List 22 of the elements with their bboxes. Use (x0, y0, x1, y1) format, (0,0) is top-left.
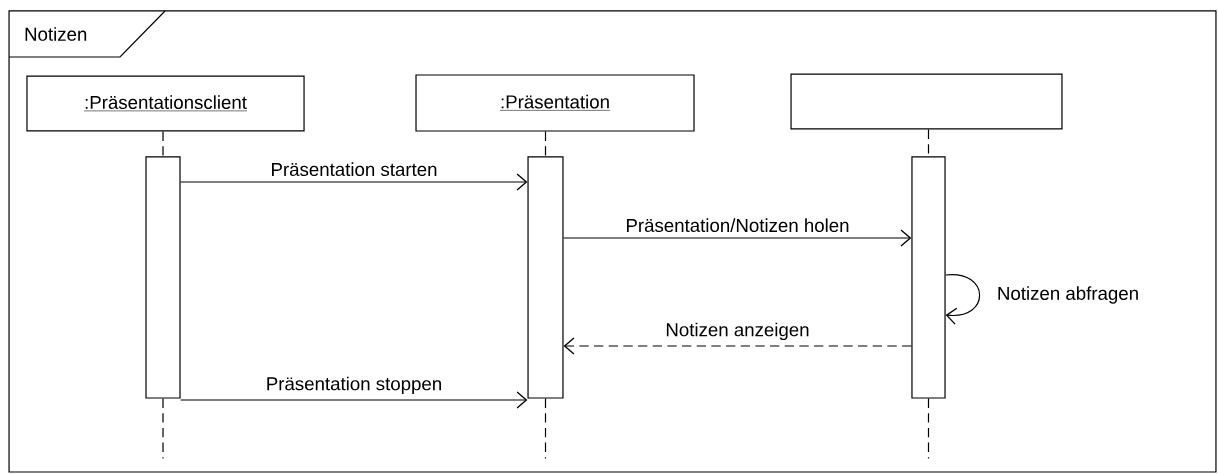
lifeline-head: :Präsentation (415, 74, 695, 132)
message-arrow (180, 391, 528, 409)
message-arrow (563, 337, 912, 355)
lifeline (544, 131, 547, 157)
activation-bar (145, 156, 181, 399)
edge-label: Präsentation/Notizen holen (624, 217, 851, 234)
edge-label: Präsentation starten (269, 161, 439, 178)
edge-label: Notizen abfragen (995, 284, 1141, 306)
activation-bar (911, 156, 946, 399)
lifeline-head: :Präsentationsclient (26, 75, 305, 132)
lifeline (927, 398, 930, 460)
edge-label: Präsentation stoppen (264, 375, 444, 396)
message-arrow (180, 173, 528, 191)
activation-bar (527, 156, 564, 399)
lifeline (162, 398, 164, 460)
lifeline (927, 128, 930, 157)
self-message-arrow (945, 274, 981, 325)
edge-label: Notizen anzeigen (664, 321, 811, 342)
message-arrow (562, 229, 912, 247)
lifeline-head (790, 73, 1063, 130)
lifeline (544, 398, 547, 460)
lifeline (162, 130, 164, 157)
